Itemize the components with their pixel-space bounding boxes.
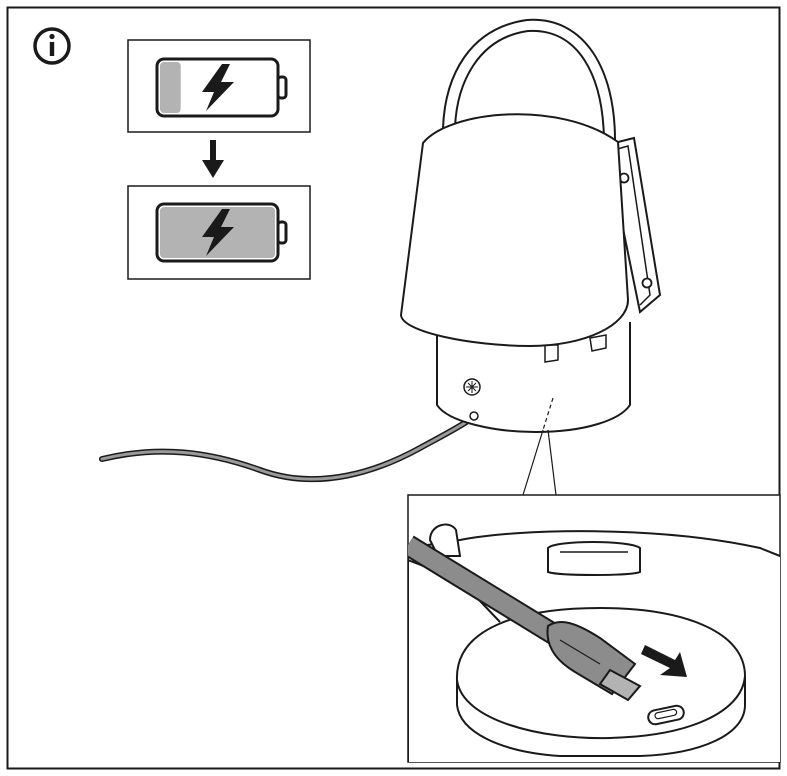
usb-port bbox=[469, 411, 479, 421]
lamp-base bbox=[436, 322, 631, 434]
usb-c-port bbox=[647, 704, 685, 726]
light-button-icon bbox=[463, 378, 481, 396]
detail-leader-right bbox=[547, 429, 557, 496]
battery-full-panel bbox=[127, 185, 311, 280]
lamp bbox=[399, 18, 662, 496]
battery-low-panel bbox=[127, 39, 311, 133]
outer-frame bbox=[6, 6, 781, 770]
battery-low-charging-icon bbox=[155, 57, 288, 118]
detail-panel bbox=[407, 494, 781, 763]
usb-c-plug bbox=[546, 621, 642, 702]
info-icon bbox=[33, 27, 71, 65]
battery-full-charging-icon bbox=[155, 202, 288, 263]
charging-cable bbox=[99, 414, 477, 483]
lamp-shade bbox=[399, 113, 630, 348]
detail-leader-left bbox=[522, 429, 544, 496]
arrow-down-icon bbox=[202, 140, 224, 178]
arrow-right-down-icon bbox=[641, 645, 687, 677]
detail-leader-dashed bbox=[542, 397, 554, 431]
